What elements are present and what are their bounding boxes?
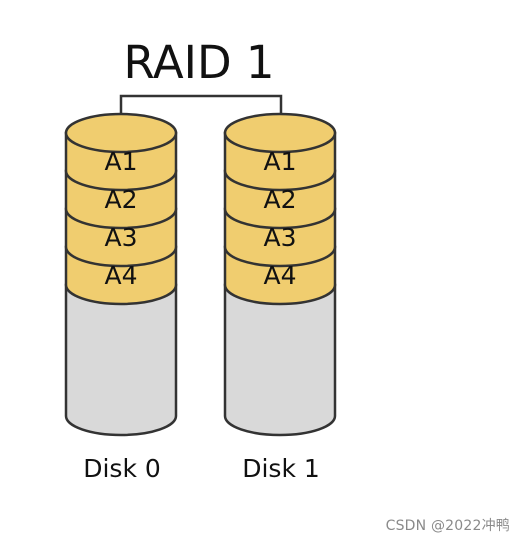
block-label-a4: A4 bbox=[104, 261, 137, 290]
block-label-a3: A3 bbox=[104, 223, 137, 252]
block-label-a2: A2 bbox=[104, 185, 137, 214]
block-label-a3: A3 bbox=[263, 223, 296, 252]
disk-label: Disk 1 bbox=[242, 454, 320, 483]
block-label-a4: A4 bbox=[263, 261, 296, 290]
disk-empty-body bbox=[223, 283, 337, 437]
disk-top-cap bbox=[223, 112, 337, 154]
disk-label: Disk 0 bbox=[83, 454, 161, 483]
diagram-title: RAID 1 bbox=[123, 36, 274, 89]
watermark: CSDN @2022冲鸭 bbox=[385, 518, 510, 534]
disk-top-cap bbox=[64, 112, 178, 154]
block-label-a1: A1 bbox=[104, 147, 137, 176]
block-label-a1: A1 bbox=[263, 147, 296, 176]
disk-empty-body bbox=[64, 283, 178, 437]
block-label-a2: A2 bbox=[263, 185, 296, 214]
